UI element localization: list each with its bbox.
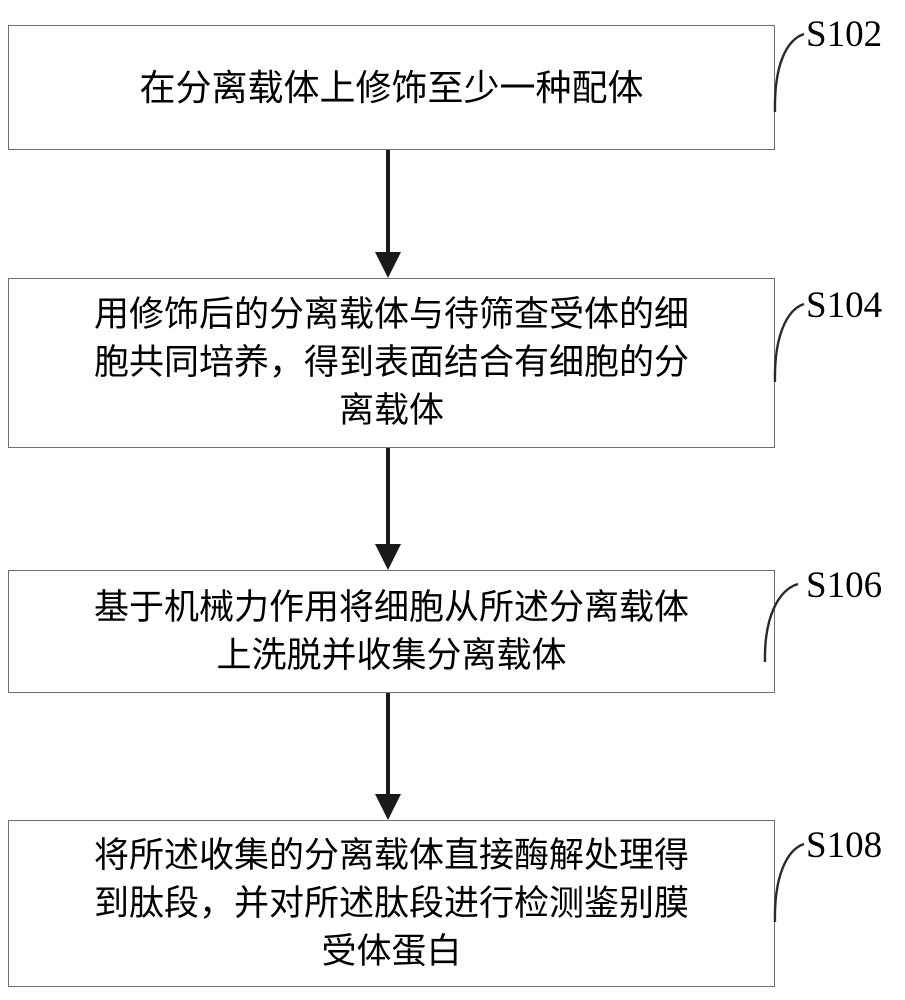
step-label-s102: S102 — [806, 14, 883, 55]
flowchart-step-box-s108: 将所述收集的分离载体直接酶解处理得 到肽段，并对所述肽段进行检测鉴别膜 受体蛋白 — [8, 820, 775, 987]
flowchart-step-box-s102: 在分离载体上修饰至少一种配体 — [8, 25, 775, 150]
connector-arrow-s104-s106 — [375, 448, 401, 570]
step-text-s106: 基于机械力作用将细胞从所述分离载体 上洗脱并收集分离载体 — [93, 587, 689, 675]
step-text-s102: 在分离载体上修饰至少一种配体 — [139, 66, 644, 108]
leader-line-s108 — [773, 842, 805, 923]
step-label-s108: S108 — [806, 825, 883, 866]
step-label-s104: S104 — [806, 285, 883, 326]
flowchart-step-box-s106: 基于机械力作用将细胞从所述分离载体 上洗脱并收集分离载体 — [8, 570, 775, 693]
connector-arrow-s102-s104 — [375, 150, 401, 278]
flowchart-step-box-s104: 用修饰后的分离载体与待筛查受体的细 胞共同培养，得到表面结合有细胞的分 离载体 — [8, 278, 775, 448]
step-text-s104: 用修饰后的分离载体与待筛查受体的细 胞共同培养，得到表面结合有细胞的分 离载体 — [93, 295, 689, 430]
leader-line-s102 — [773, 32, 805, 113]
step-label-s106: S106 — [806, 565, 883, 606]
connector-arrow-s106-s108 — [375, 693, 401, 820]
leader-line-s104 — [773, 302, 805, 383]
step-text-s108: 将所述收集的分离载体直接酶解处理得 到肽段，并对所述肽段进行检测鉴别膜 受体蛋白 — [93, 835, 689, 971]
